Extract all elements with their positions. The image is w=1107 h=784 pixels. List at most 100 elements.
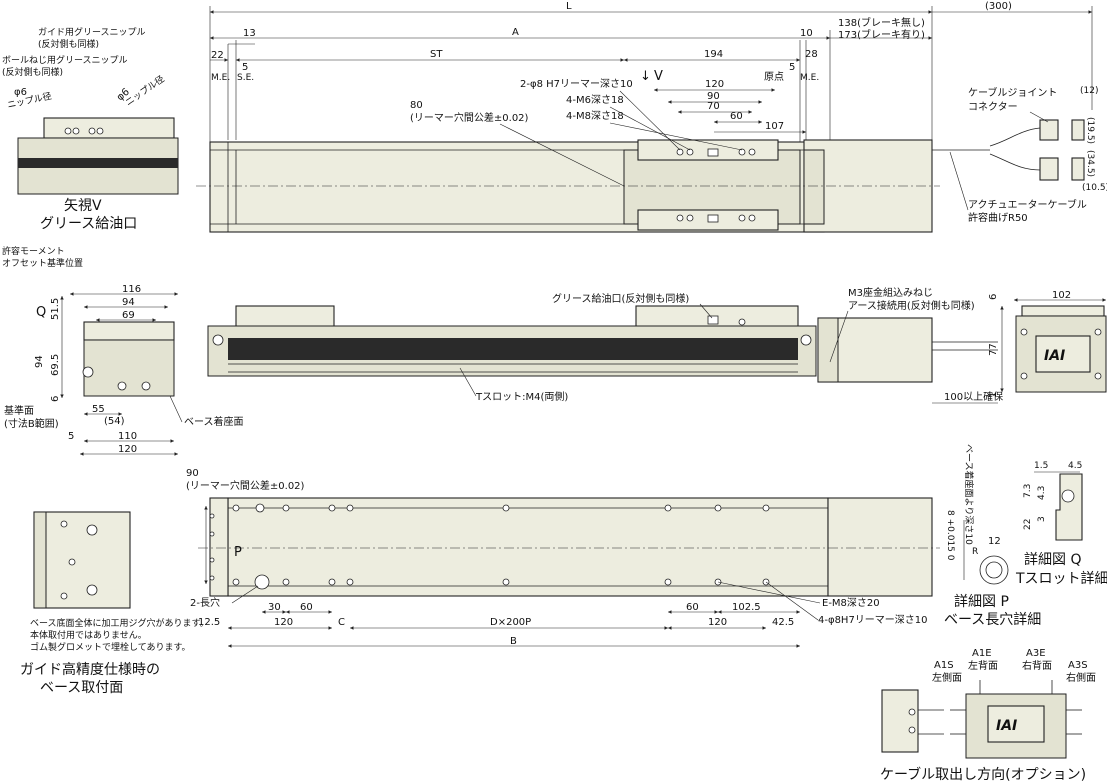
view-v-caption1: 矢視V [64,198,102,214]
brake-none: 138(ブレーキ無し) [838,16,925,29]
dim-5: 5 [68,431,74,442]
dim-300: (300) [985,1,1012,12]
reamer-4-label: 4-φ8H7リーマー深さ10 [818,614,928,626]
me-right: M.E. [800,73,819,83]
arrow-v-label: V [654,69,663,84]
dim-54: (54) [104,416,125,427]
dim-c: C [338,617,345,628]
dim-120-right: 120 [708,617,727,628]
dim-60: 60 [730,111,743,122]
reamer-90: 90 [186,468,199,479]
base-caption2: ベース取付面 [40,680,123,696]
cable-option: A1S 左側面 A1E 左背面 A3E 右背面 A3S 右側面 IAI ケーブル… [880,648,1096,783]
dim-94-v: 94 [34,355,45,368]
reamer-90-note: (リーマー穴間公差±0.02) [186,479,305,492]
dim-120-left: 120 [274,617,293,628]
ref-surface-note: (寸法B範囲) [4,417,59,430]
dim-b: B [510,636,517,647]
ball-nipple: ボールねじ用グリースニップル [2,54,128,66]
dim-19-5: (19.5) [1085,117,1095,144]
slots-label: 2-長穴 [190,596,220,609]
opt-a3e: A3E [1026,648,1046,659]
end-view: 許容モーメント オフセット基準位置 Q 116 94 69 51.5 94 69… [2,245,244,456]
detail-p-r: R [972,547,978,557]
dim-12-5: 12.5 [198,617,220,628]
base-note2: 本体取付用ではありません。 [30,629,147,641]
motor-dim-1: 1 [988,392,999,398]
ball-nipple-note: (反対側も同様) [2,66,63,78]
dim-42-5: 42.5 [772,617,794,628]
detail-q-7-3: 7.3 [1023,484,1033,498]
cable-joint: ケーブルジョイント [968,86,1057,99]
ground-label: アース接続用(反対側も同様) [848,299,975,312]
reamer-80-note: (リーマー穴間公差±0.02) [410,111,529,124]
bottom-holes [209,503,770,590]
dim-ST: ST [430,49,443,60]
motor-dim-6: 6 [988,294,999,300]
em8-label: E-M8深さ20 [822,597,880,609]
dim-10: 10 [800,28,813,39]
opt-caption: ケーブル取出し方向(オプション) [880,766,1086,783]
dim-13: 13 [243,28,256,39]
opt-logo: IAI [996,718,1017,734]
guide-nipple: ガイド用グリースニップル [38,26,146,38]
detail-q-3: 3 [1037,516,1047,522]
dim-110: 110 [118,431,137,442]
opt-a1e: A1E [972,648,992,659]
detail-q-22: 22 [1023,519,1033,530]
slider-holes-top [676,148,756,223]
opt-a1e-sub: 左背面 [968,659,998,672]
base-caption1: ガイド高精度仕様時の [20,661,160,678]
moment-offset2: オフセット基準位置 [2,257,83,269]
dim-116: 116 [122,284,141,295]
side-view: グリース給油口(反対側も同様) M3座金組込みねじ アース接続用(反対側も同様)… [207,286,1003,404]
detail-q-caption1: 詳細図 Q [1024,552,1081,568]
top-view: L (300) A 138(ブレーキ無し) 173(ブレーキ有り) 22 13 … [196,1,1107,233]
opt-a3s-sub: 右側面 [1066,671,1096,684]
grease-port: グリース給油口(反対側も同様) [552,292,689,305]
dim-60-right: 60 [686,602,699,613]
opt-a1s: A1S [934,660,954,671]
dim-102-5: 102.5 [732,602,761,613]
m6-label: 4-M6深さ18 [566,94,624,106]
bottom-body [227,497,829,597]
detail-q-4-3: 4.3 [1037,486,1047,500]
detail-p-caption1: 詳細図 P [954,594,1009,610]
me-left: M.E. [211,73,230,83]
dim-94: 94 [122,297,135,308]
dim-5-right: 5 [789,62,795,73]
dim-6: 6 [50,396,61,402]
m3-screw: M3座金組込みねじ [848,286,933,299]
actuator-cable: アクチュエーターケーブル [968,198,1087,211]
bottom-view: 90 (リーマー穴間公差±0.02) P 2-長穴 12.5 30 60 [186,468,940,648]
se-label: S.E. [237,73,254,83]
end-q-label: Q [36,305,46,320]
dim-34-5: (34.5) [1085,150,1095,177]
dim-120: 120 [118,444,137,455]
motor-end-view: 102 IAI 6 77 1 [988,290,1107,398]
dim-90: 90 [707,91,720,102]
phi6-left: φ6 [14,87,27,98]
dim-L: L [566,1,572,12]
detail-p-tol: 8 +0.015 0 [945,510,955,561]
dim-69: 69 [122,310,135,321]
dim-107: 107 [765,121,784,132]
m8-label: 4-M8深さ18 [566,110,624,122]
reamer-80: 80 [410,100,423,111]
dim-10-5: (10.5) [1082,183,1107,193]
detail-p-depth: ベース着座面より深さ10 [963,444,975,545]
dim-120: 120 [705,79,724,90]
detail-q-4-5: 4.5 [1068,461,1082,471]
dim-A: A [512,27,519,38]
dim-69-5: 69.5 [50,354,61,376]
dim-194: 194 [704,49,723,60]
dim-28: 28 [805,49,818,60]
motor-logo: IAI [1044,348,1065,364]
moment-offset: 許容モーメント [2,245,65,257]
guide-nipple-note: (反対側も同様) [38,38,99,50]
base-note3: ゴム製グロメットで埋栓してあります。 [30,641,191,653]
view-v-caption2: グリース給油口 [40,216,137,232]
brake-with: 173(ブレーキ有り) [838,28,925,41]
t-slot-label: Tスロット:M4(両側) [475,390,568,403]
